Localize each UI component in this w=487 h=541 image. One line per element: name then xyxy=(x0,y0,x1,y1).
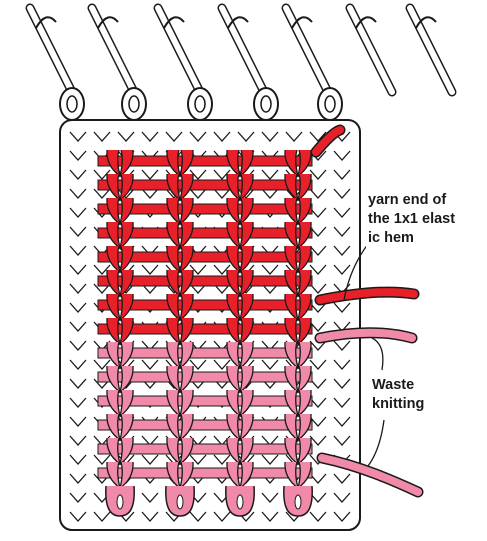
bottom-loop-hole xyxy=(177,495,183,509)
needle-shaft xyxy=(350,8,392,92)
needle xyxy=(286,8,328,92)
top-loop-inner xyxy=(261,96,271,112)
leader-waste-bottom xyxy=(368,420,384,466)
needle xyxy=(410,8,452,92)
yarn-end-label: yarn end of the 1x1 elast ic hem xyxy=(366,191,457,248)
leader-waste-top xyxy=(372,338,383,370)
needle-shaft xyxy=(286,8,328,92)
needle xyxy=(350,8,392,92)
needle-shaft xyxy=(30,8,72,92)
top-loops xyxy=(60,88,342,120)
needle-shaft xyxy=(222,8,264,92)
machine-needles xyxy=(30,8,452,92)
waste-knitting-label-line-2: knitting xyxy=(372,395,424,414)
top-loop-inner xyxy=(129,96,139,112)
needle-shaft xyxy=(158,8,200,92)
waste-knitting-label: Waste knitting xyxy=(370,376,426,414)
needle-shaft xyxy=(92,8,134,92)
top-loop-inner xyxy=(195,96,205,112)
bottom-loop-hole xyxy=(117,495,123,509)
needle xyxy=(222,8,264,92)
needle xyxy=(30,8,72,92)
needle-shaft xyxy=(410,8,452,92)
bottom-loop-hole xyxy=(295,495,301,509)
top-loop-inner xyxy=(67,96,77,112)
yarn-end-label-line-3: ic hem xyxy=(368,229,455,248)
yarn-end-label-line-1: yarn end of xyxy=(368,191,455,210)
needle xyxy=(92,8,134,92)
bottom-loop-hole xyxy=(237,495,243,509)
top-loop-inner xyxy=(325,96,335,112)
needle xyxy=(158,8,200,92)
waste-knitting-label-line-1: Waste xyxy=(372,376,424,395)
yarn-end-label-line-2: the 1x1 elast xyxy=(368,210,455,229)
